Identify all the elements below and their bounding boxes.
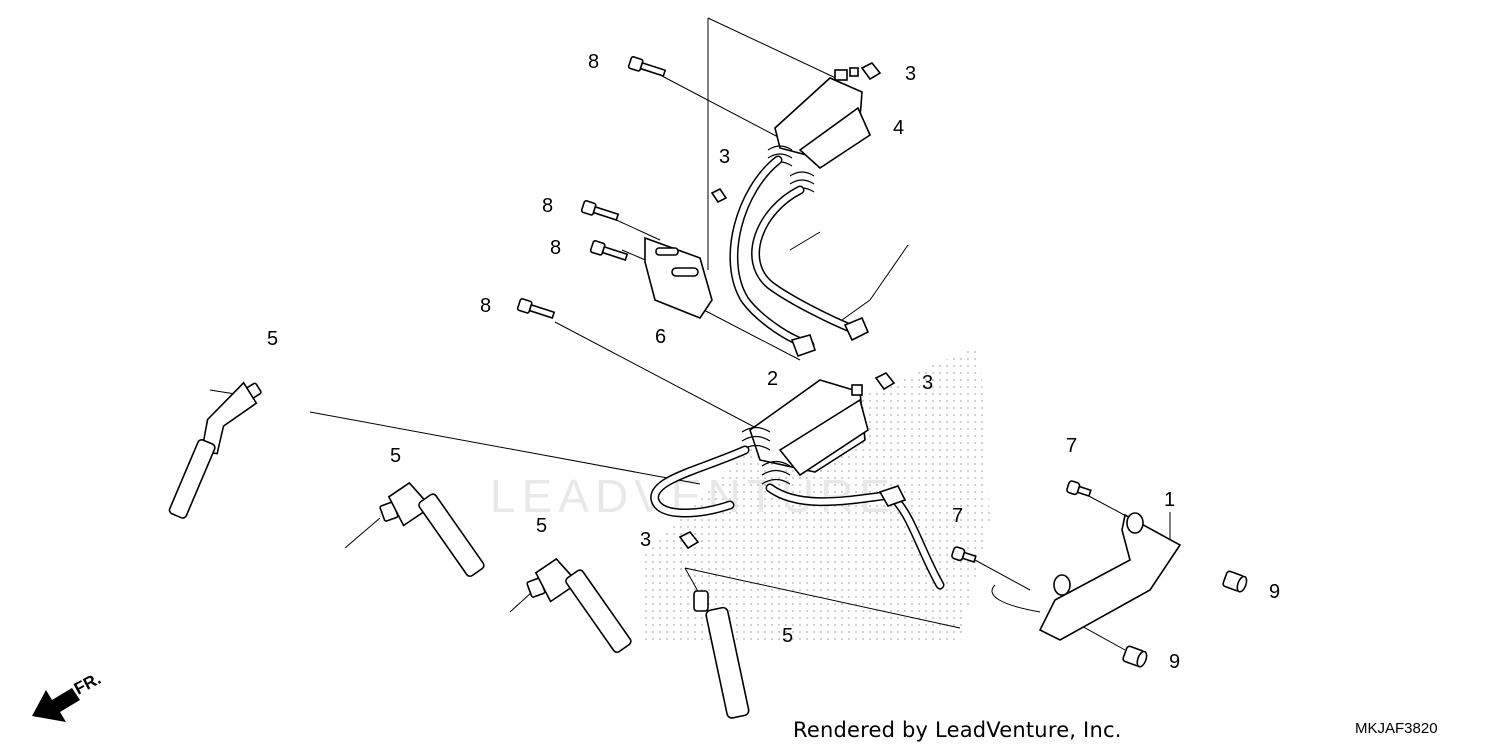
coil-bracket (644, 236, 713, 319)
watermark-pattern: LEADVENTURE (490, 345, 990, 640)
callout-2: 2 (767, 368, 778, 390)
callout-3-right: 3 (922, 372, 933, 394)
callout-8-d: 8 (480, 295, 491, 317)
front-arrow: FR. (32, 669, 104, 722)
callout-5-c: 5 (536, 515, 547, 537)
callout-8-c: 8 (550, 237, 561, 259)
callout-8-b: 8 (542, 195, 553, 217)
bolt-8-group (516, 56, 667, 319)
callout-9-b: 9 (1169, 651, 1180, 673)
callout-7-a: 7 (1066, 435, 1077, 457)
drawing-code: MKJAF3820 (1355, 720, 1438, 737)
callout-9-a: 9 (1269, 581, 1280, 603)
collar-9-group (1122, 570, 1248, 668)
callout-1: 1 (1164, 489, 1175, 511)
ignition-coil-lower (650, 379, 945, 590)
callout-5-b: 5 (390, 445, 401, 467)
callout-7-b: 7 (952, 505, 963, 527)
leader-lines (209, 17, 1171, 651)
callout-3-low: 3 (640, 529, 651, 551)
callout-5-a: 5 (267, 328, 278, 350)
credit-text: Rendered by LeadVenture, Inc. (793, 718, 1122, 742)
callout-3-top: 3 (905, 63, 916, 85)
ignition-coil-upper (729, 67, 872, 358)
mounting-stay (991, 512, 1182, 641)
plug-cap-group (168, 381, 750, 719)
callout-5-d: 5 (782, 625, 793, 647)
clip-3-group (678, 61, 896, 550)
callout-8-top: 8 (588, 51, 599, 73)
callout-labels: 8 3 4 3 8 8 8 6 2 3 5 5 5 5 3 7 7 1 9 9 (267, 51, 1280, 673)
callout-6: 6 (655, 326, 666, 348)
callout-3-mid: 3 (719, 146, 730, 168)
screw-7-group (951, 480, 1092, 563)
callout-4: 4 (893, 117, 904, 139)
